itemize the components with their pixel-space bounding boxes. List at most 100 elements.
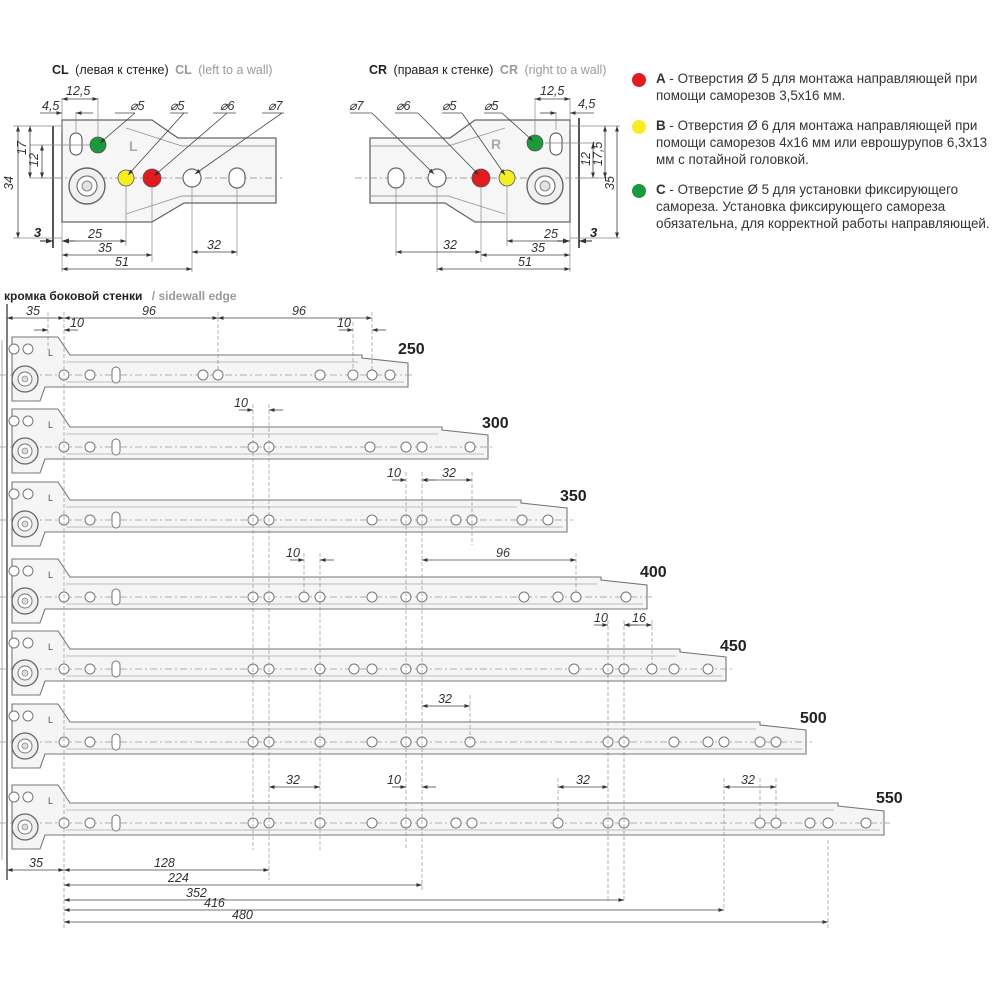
svg-text:4,5: 4,5 <box>578 97 595 111</box>
dimension-label: 16 <box>632 611 646 625</box>
dimension-label: 32 <box>741 773 755 787</box>
svg-text:35: 35 <box>98 241 112 255</box>
rail-hole <box>347 369 359 381</box>
dimension-label: 352 <box>186 886 207 900</box>
bracket-hole <box>8 565 20 577</box>
yellow-dot-icon <box>632 120 646 134</box>
rail-hole <box>416 441 428 453</box>
svg-text:17: 17 <box>15 140 29 155</box>
rail-side-mark: L <box>48 348 53 358</box>
cr-mark: R <box>491 136 501 152</box>
rail-hole <box>516 514 528 526</box>
hole-legend: A - Отверстия Ø 5 для монтажа направляющ… <box>632 70 994 245</box>
rail-hole <box>366 663 378 675</box>
svg-text:⌀7: ⌀7 <box>349 99 365 113</box>
rail-length-label: 550 <box>876 790 903 807</box>
svg-text:34: 34 <box>2 176 16 190</box>
bracket-hole <box>22 565 34 577</box>
rail-body <box>11 336 409 402</box>
rail-body <box>11 408 489 474</box>
rail-hole <box>384 369 396 381</box>
svg-text:12: 12 <box>579 152 593 166</box>
rail-hole <box>84 663 96 675</box>
cr-hole-a <box>471 168 491 188</box>
svg-text:12,5: 12,5 <box>540 84 564 98</box>
cl-mark: L <box>129 138 138 154</box>
dimension-label: 32 <box>438 692 452 706</box>
dimension-label: 10 <box>234 396 248 410</box>
rail-hole <box>348 663 360 675</box>
svg-text:⌀5: ⌀5 <box>130 99 145 113</box>
rail-hole <box>400 441 412 453</box>
legend-item-b: B - Отверстия Ø 6 для монтажа направляющ… <box>632 117 994 168</box>
svg-text:35: 35 <box>531 241 545 255</box>
rail-body <box>11 784 885 850</box>
rail-450: L 450 <box>0 630 747 696</box>
rail-hole <box>314 369 326 381</box>
rail-hole <box>366 369 378 381</box>
rail-hole <box>197 369 209 381</box>
svg-text:32: 32 <box>443 238 457 252</box>
rail-length-label: 450 <box>720 638 747 655</box>
rail-hole <box>718 736 730 748</box>
svg-text:32: 32 <box>207 238 221 252</box>
bracket-hole <box>8 488 20 500</box>
rail-length-label: 250 <box>398 341 425 358</box>
rail-slot-hole <box>111 511 121 529</box>
bracket-hole <box>8 791 20 803</box>
rail-hole <box>84 369 96 381</box>
dimension-label: 10 <box>337 316 351 330</box>
rail-hole <box>84 514 96 526</box>
rail-hole <box>702 736 714 748</box>
red-dot-icon <box>632 73 646 87</box>
rail-hole <box>668 663 680 675</box>
rail-hole <box>450 514 462 526</box>
rail-slot-hole <box>111 588 121 606</box>
svg-text:35: 35 <box>603 176 617 190</box>
cl-hole-b <box>117 169 135 187</box>
dimension-label: 480 <box>232 908 253 922</box>
cr-detail: CR (правая к стенке) CR (right to a wall… <box>349 63 620 272</box>
svg-text:⌀5: ⌀5 <box>442 99 457 113</box>
dimension-label: 10 <box>387 466 401 480</box>
rail-hole <box>364 441 376 453</box>
cl-hole-a <box>142 168 162 188</box>
svg-text:51: 51 <box>115 255 129 269</box>
rail-hole <box>464 441 476 453</box>
bracket-hole <box>22 637 34 649</box>
rail-hole <box>804 817 816 829</box>
rail-side-mark: L <box>48 642 53 652</box>
dimension-label: 32 <box>442 466 456 480</box>
svg-text:25: 25 <box>543 227 558 241</box>
svg-text:⌀6: ⌀6 <box>396 99 411 113</box>
rail-250: L 250 <box>0 336 425 402</box>
svg-text:3: 3 <box>590 225 598 240</box>
bracket-hole <box>8 637 20 649</box>
dimension-label: 96 <box>292 304 306 318</box>
cl-title: CL (левая к стенке) CL (left to a wall) <box>52 63 273 77</box>
svg-text:17,5: 17,5 <box>591 142 605 166</box>
rail-hole <box>702 663 714 675</box>
rail-length-label: 500 <box>800 710 827 727</box>
rail-hole <box>212 369 224 381</box>
bracket-hole <box>22 343 34 355</box>
dimension-label: 35 <box>29 856 43 870</box>
svg-text:⌀5: ⌀5 <box>170 99 185 113</box>
dimension-label: 96 <box>142 304 156 318</box>
rail-hole <box>298 591 310 603</box>
bracket-hole <box>22 710 34 722</box>
rail-hole <box>366 817 378 829</box>
legend-item-a: A - Отверстия Ø 5 для монтажа направляющ… <box>632 70 994 104</box>
dimension-label: 96 <box>496 546 510 560</box>
bracket-hole <box>8 710 20 722</box>
sidewall-caption: кромка боковой стенки / sidewall edge <box>4 289 237 303</box>
dimension-label: 416 <box>204 896 225 910</box>
rail-hole <box>466 817 478 829</box>
rail-hole <box>518 591 530 603</box>
rail-slot-hole <box>111 660 121 678</box>
rail-hole <box>552 817 564 829</box>
cl-slot-hole <box>69 132 83 156</box>
rail-slot-hole <box>111 733 121 751</box>
